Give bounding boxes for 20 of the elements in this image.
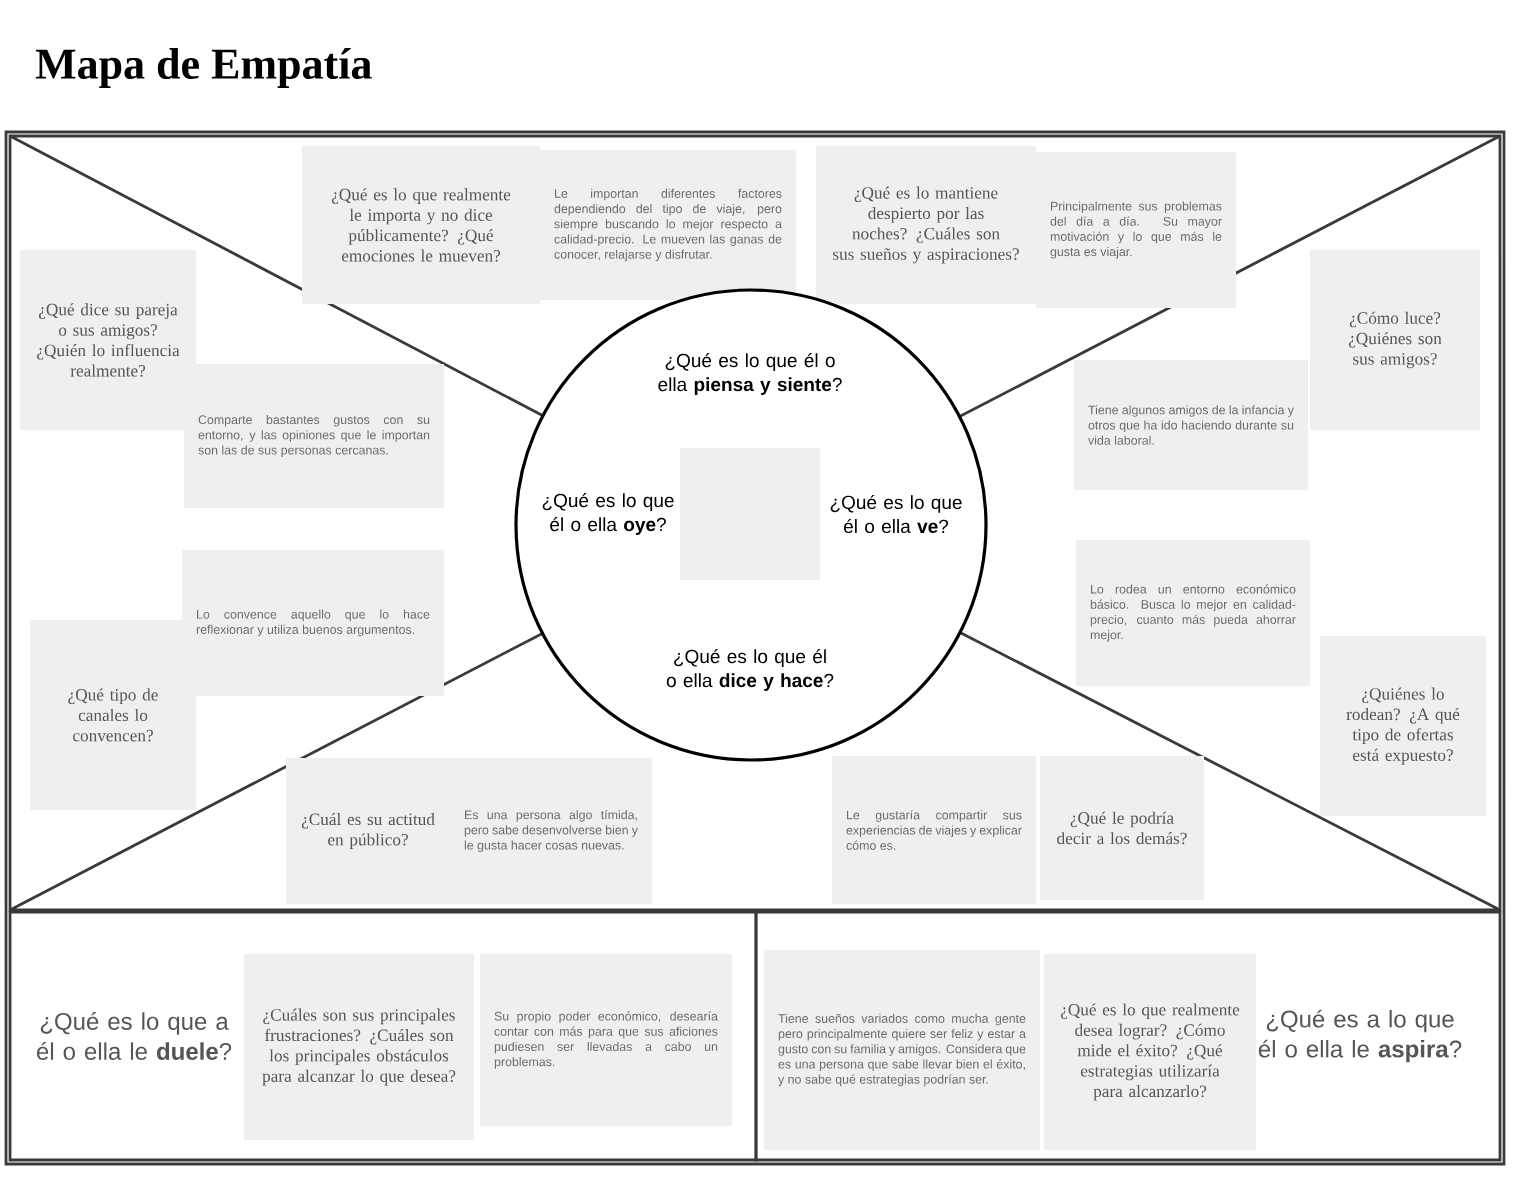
node-label: ¿Qué es lo que realmente le importa y no dice públicamente? ¿Qué emociones le mueven?: [331, 188, 511, 262]
question-box: ¿Cuáles son sus principales frustraciones? ¿Cuáles son los principales obstáculos para alcanzar lo que desea?: [244, 954, 474, 1140]
section-question: ¿Qué es lo que a él o ella le duele?: [37, 1012, 232, 1060]
node-label: ¿Qué es lo mantiene despierto por las noches? ¿Cuáles son sus sueños y aspiraciones?: [833, 186, 1019, 264]
circle-question: ¿Qué es lo que él o ella oye?: [542, 493, 674, 535]
question-box: ¿Qué es lo que realmente le importa y no dice públicamente? ¿Qué emociones le mueven?: [302, 146, 540, 304]
circle-question: ¿Qué es lo que él o ella ve?: [830, 494, 962, 534]
question-box: ¿Quiénes lo rodean? ¿A qué tipo de ofertas está expuesto?: [1320, 636, 1486, 816]
question-box: ¿Cuál es su actitud en público?: [286, 758, 450, 904]
question-box: ¿Qué es lo mantiene despierto por las noches? ¿Cuáles son sus sueños y aspiraciones?: [816, 146, 1036, 304]
node-label: ¿Cuál es su actitud en público?: [301, 812, 435, 850]
question-box: ¿Qué es lo que realmente desea lograr? ¿Cómo mide el éxito? ¿Qué estrategias utilizaría para alcanzarlo?: [1044, 954, 1256, 1150]
title: Mapa de Empatía: [35, 48, 372, 88]
section-question: ¿Qué es a lo que él o ella le aspira?: [1258, 1009, 1462, 1063]
question-box: ¿Qué tipo de canales lo convencen?: [30, 620, 196, 810]
question-box: ¿Cómo luce? ¿Quiénes son sus amigos?: [1310, 250, 1480, 430]
circle-question: ¿Qué es lo que él o ella dice y hace?: [666, 649, 834, 691]
question-box: ¿Qué dice su pareja o sus amigos? ¿Quién lo influencia realmente?: [20, 250, 196, 430]
question-box: ¿Qué le podría decir a los demás?: [1040, 756, 1204, 900]
circle-question: ¿Qué es lo que él o ella piensa y siente?: [658, 353, 842, 395]
